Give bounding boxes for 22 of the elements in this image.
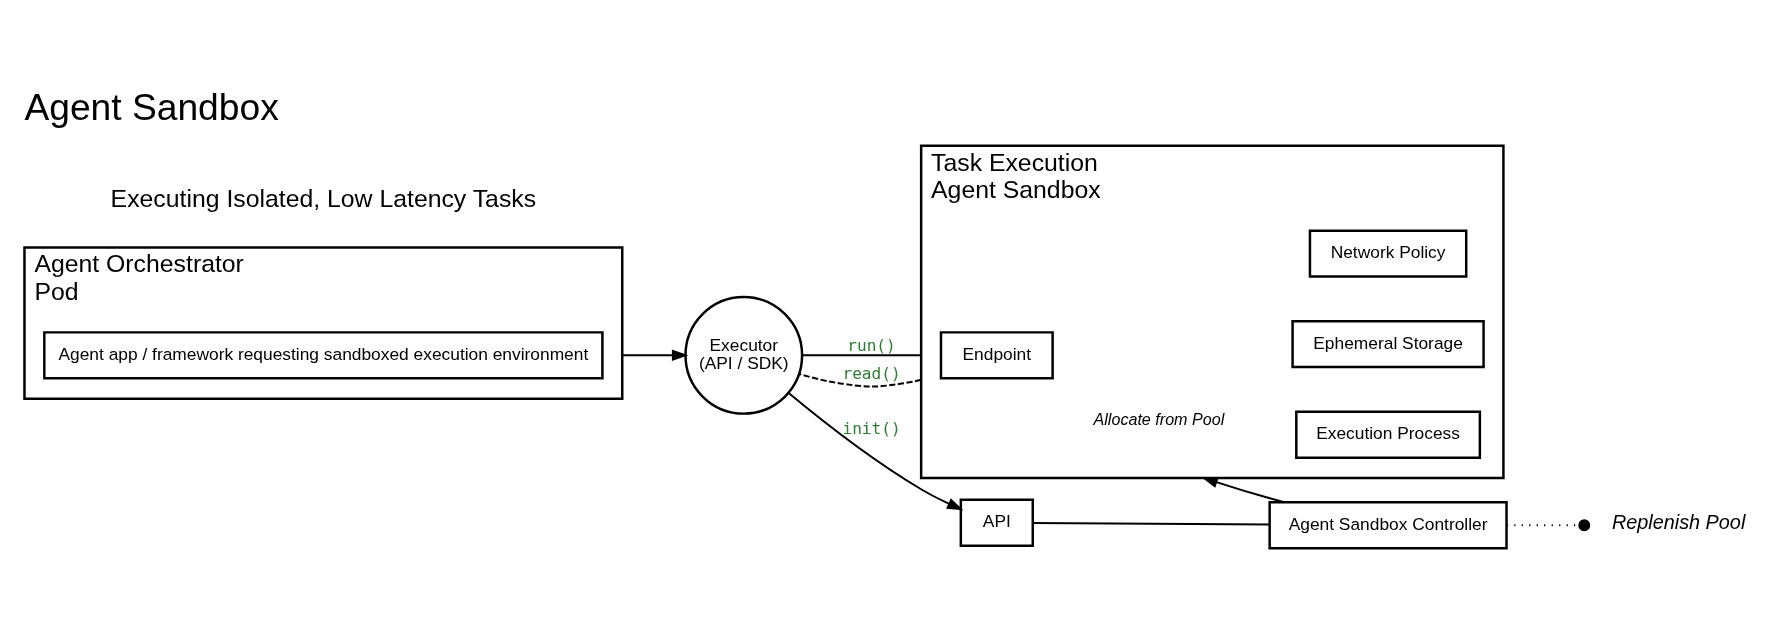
- edge-label: read(): [841, 364, 901, 384]
- arrow: [1201, 476, 1285, 504]
- node-box: Network Policy: [1308, 229, 1467, 278]
- connector: [800, 354, 922, 357]
- node-box: Execution Process: [1294, 410, 1481, 459]
- node-box: API: [959, 498, 1034, 547]
- node-box: Agent app / framework requesting sandboxed execution environment: [42, 331, 604, 380]
- edge-label: init(): [841, 418, 901, 438]
- node-box: Endpoint: [939, 331, 1054, 380]
- edge-label: run(): [846, 335, 896, 355]
- node-box: Agent Sandbox Controller: [1267, 501, 1508, 550]
- node-text: Replenish Pool: [1611, 510, 1745, 533]
- arrow: [787, 392, 963, 511]
- label: Executing Isolated, Low Latency Tasks: [110, 184, 536, 212]
- node-box: Ephemeral Storage: [1290, 320, 1485, 369]
- diagram-title: Agent Sandbox: [23, 85, 279, 128]
- connector: [1031, 522, 1270, 526]
- arrow: [620, 349, 688, 362]
- node-circle: Executor (API / SDK): [683, 295, 803, 415]
- edge-label: Allocate from Pool: [1093, 410, 1224, 429]
- connector: [1505, 519, 1590, 532]
- connector: [797, 373, 922, 388]
